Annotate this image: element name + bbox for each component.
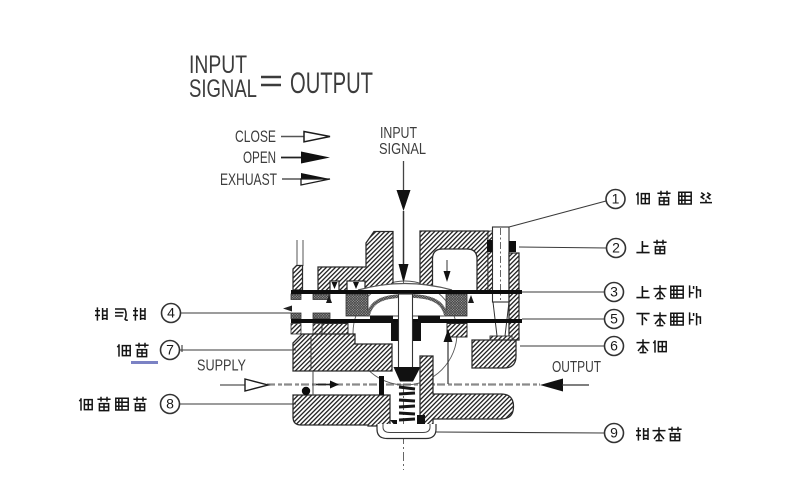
svg-text:OUTPUT: OUTPUT <box>552 359 601 376</box>
svg-text:EXHUAST: EXHUAST <box>220 170 277 189</box>
svg-text:OUTPUT: OUTPUT <box>290 67 373 100</box>
svg-text:6: 6 <box>610 338 618 354</box>
svg-text:1: 1 <box>612 191 620 207</box>
svg-text:INPUT: INPUT <box>189 51 247 79</box>
svg-text:8: 8 <box>166 396 174 412</box>
svg-text:7: 7 <box>166 342 174 358</box>
svg-text:SIGNAL: SIGNAL <box>189 75 257 103</box>
svg-text:9: 9 <box>610 425 618 441</box>
svg-text:OPEN: OPEN <box>243 148 276 167</box>
svg-text:5: 5 <box>610 311 618 327</box>
svg-text:CLOSE: CLOSE <box>235 127 276 146</box>
svg-text:3: 3 <box>610 284 618 300</box>
svg-text:4: 4 <box>167 305 175 321</box>
svg-text:INPUT: INPUT <box>380 125 417 142</box>
svg-text:2: 2 <box>612 240 620 256</box>
svg-text:SIGNAL: SIGNAL <box>379 141 426 158</box>
svg-text:SUPPLY: SUPPLY <box>197 358 246 375</box>
